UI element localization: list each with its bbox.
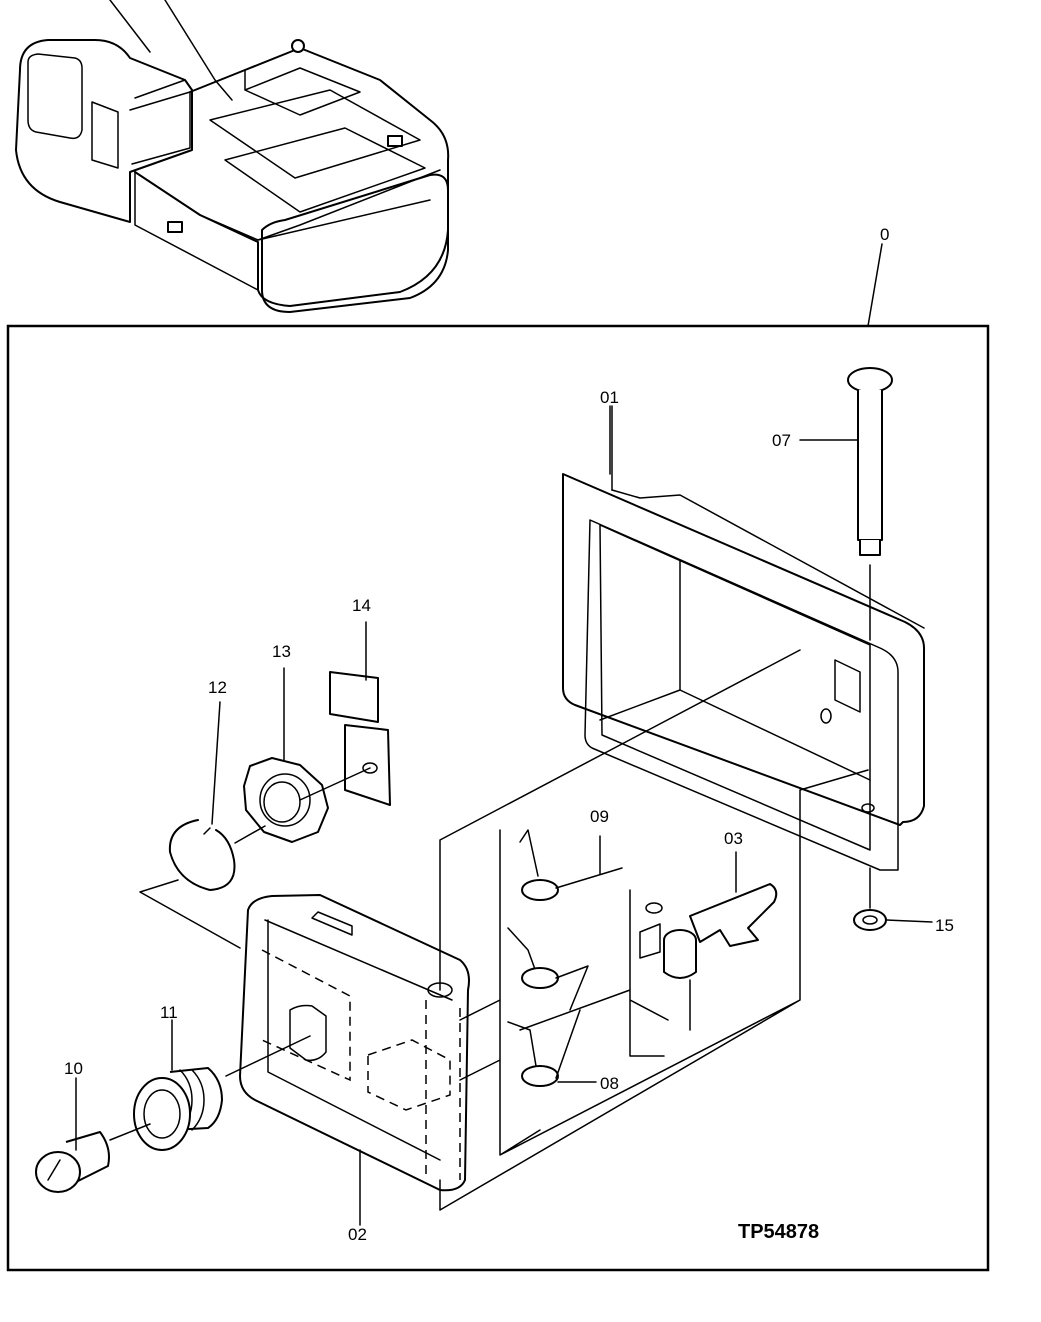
cylinder-part [35,1131,110,1193]
callout-latch-label: 03 [724,829,743,848]
latch-part [639,883,778,979]
assembly-lines [439,649,869,1211]
callout-spring-08: 08 [600,1074,619,1093]
snap-ring-part [168,819,236,891]
springs-part [507,829,623,1087]
plate-part [329,671,391,806]
assembly-leader [867,243,883,327]
eclip-part [853,867,933,931]
machine-overview [15,0,450,313]
reference-number: TP54878 [738,1221,819,1243]
callout-housing: 01 [600,388,619,407]
housing-part [562,473,926,871]
callout-eclip: 15 [935,916,954,935]
callout-body: 02 [348,1225,367,1244]
callout-bushing: 11 [160,1003,178,1022]
nut-part [243,757,329,843]
assembly-frame [6,324,990,1272]
callout-pin: 07 [772,431,791,450]
callout-snap-ring: 12 [208,678,227,697]
bushing-part [133,1067,223,1151]
callout-nut: 13 [272,642,291,661]
pin-part [847,367,893,641]
callout-plate: 14 [352,596,371,615]
callout-cylinder: 10 [64,1059,83,1078]
body-part [239,894,470,1192]
callout-assembly: 0 [880,225,889,244]
callout-spring-upper: 09 [590,807,609,826]
